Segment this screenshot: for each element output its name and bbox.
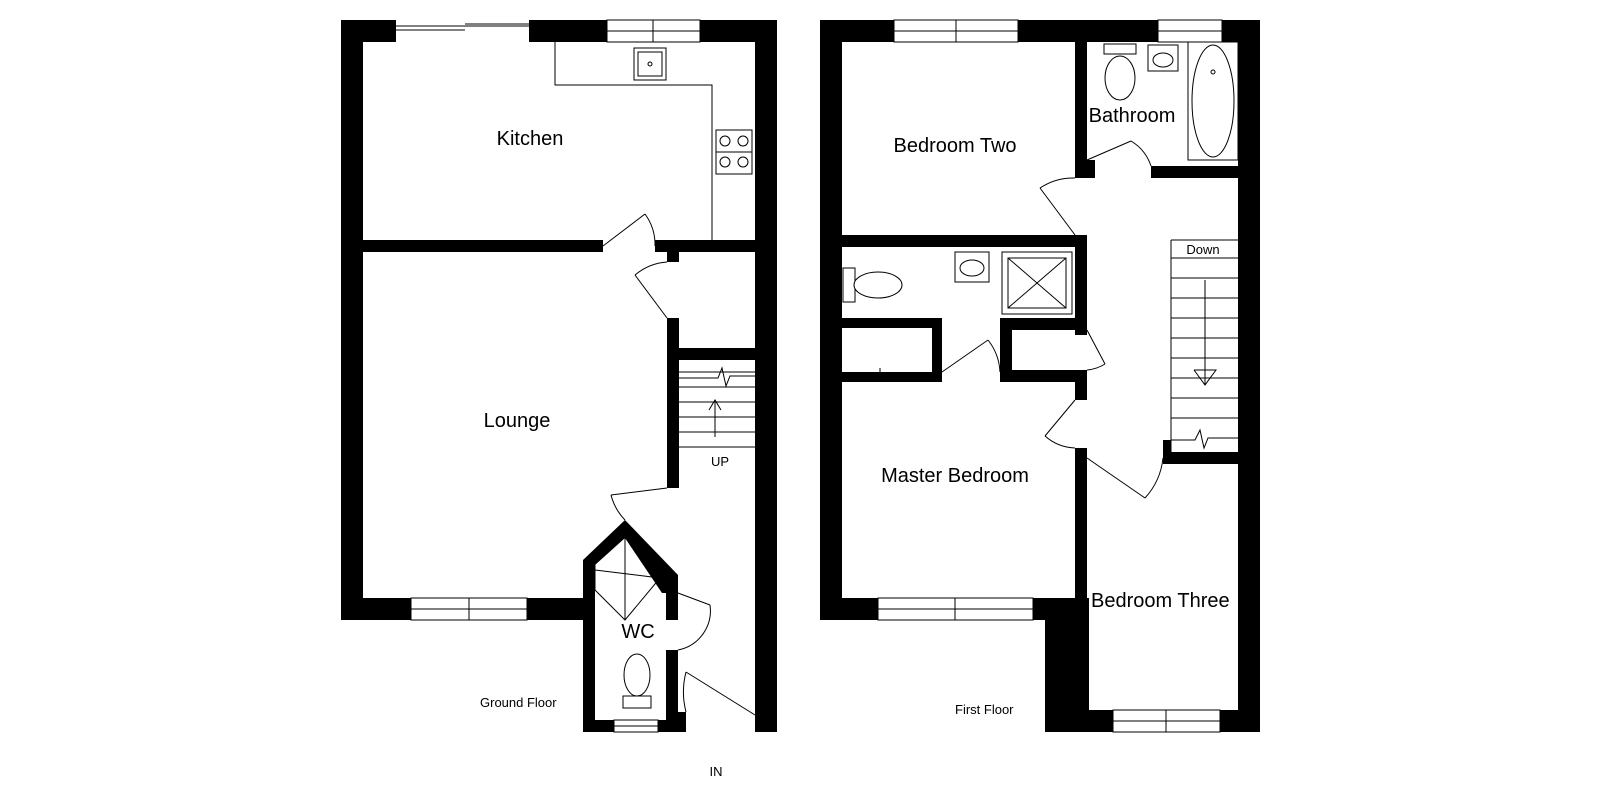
ff-stairs-down-label: Down [1186,242,1219,257]
ff-wall-bottom-right-r [1220,710,1260,732]
ff-bed2-bath-wall [1075,42,1087,178]
entrance-label: IN [710,764,723,779]
gf-lounge-door [610,487,668,521]
bathroom-label: Bathroom [1089,105,1176,127]
gf-lounge-window [410,597,528,621]
gf-toilet-icon [622,653,652,709]
ff-bed2-ensuite-wall [842,235,1087,247]
ff-bath-landing-wall [1151,166,1238,178]
gf-wc-door [677,592,711,651]
ff-wall-bottom-left [820,598,878,620]
ff-bed2-door [1039,177,1076,236]
bedroom-two-label: Bedroom Two [893,135,1016,157]
wc-label: WC [621,621,654,643]
ff-bathtub-icon [1187,41,1239,161]
ff-staircase [1170,239,1238,452]
ff-wall-left [820,20,842,620]
ground-floor-caption: Ground Floor [480,695,557,710]
master-bedroom-label: Master Bedroom [881,465,1029,487]
ff-wardrobe-doors [845,368,930,381]
gf-wall-bottom-left [341,598,411,620]
ff-wall-top-left [820,20,894,42]
gf-entrance-wall [678,712,686,732]
gf-wc-wall-bottom-l [583,720,614,732]
ff-cupboard-wall-top [1000,318,1087,330]
gf-wc-basin-icon [594,534,661,621]
ff-bath-partition [1087,160,1095,178]
gf-cupboard-wall [679,348,755,360]
gf-wc-wall-right-lower [666,650,678,732]
ff-bed3-window [1112,709,1221,733]
ff-wall-step [1045,598,1089,732]
ff-master-door [1044,399,1076,449]
gf-wall-bottom-mid [527,598,585,620]
ff-master-wall-right [1075,382,1087,400]
ff-landing-bed3-wall [1163,452,1238,464]
gf-wc-window [613,719,659,733]
gf-cupboard-door [634,261,668,319]
gf-wall-top-left [341,20,396,42]
gf-hall-wall-upper [667,252,679,262]
gf-hob-icon [715,129,753,175]
bedroom-three-label: Bedroom Three [1091,590,1230,612]
ff-shower-icon [1001,251,1073,315]
ff-wardrobe-wall-bottom [842,372,942,382]
kitchen-label: Kitchen [497,128,564,150]
lounge-label: Lounge [484,410,551,432]
gf-wall-top-mid [529,20,607,42]
gf-kitchen-worktop [554,42,713,240]
gf-hall-wall [667,318,679,488]
first-floor-caption: First Floor [955,702,1014,717]
ff-stair-post [1163,440,1171,452]
ff-cupboard-wall-left [1000,318,1012,382]
ff-cupboard-door [1086,329,1106,371]
gf-stair-wall [667,348,679,360]
gf-kitchen-door [602,213,656,247]
gf-wc-wall-left [583,560,595,732]
ff-bath-door [1086,140,1152,167]
gf-kitchen-sink-icon [633,47,667,81]
gf-wall-right [755,20,777,732]
ff-wardrobe-wall-right [932,318,942,382]
ff-bath-basin-icon [1147,44,1179,72]
gf-staircase [679,366,755,448]
ff-wall-right [1238,20,1260,732]
first-floor-plan: Bedroom Two Bathroom Master Bedroom Bedr… [820,19,1260,733]
ff-master-window [877,597,1034,621]
ff-ensuite-toilet-icon [842,267,903,303]
gf-kitchen-lounge-wall [363,240,603,252]
gf-stairs-up-label: UP [711,454,729,469]
gf-kitchen-wall-right [655,240,755,252]
ff-bath-window [1157,19,1223,43]
ff-master-wall-right-lower [1075,448,1087,598]
gf-wall-left [341,20,363,620]
gf-patio-door [396,23,529,31]
ff-wall-bottom-right-l [1045,710,1113,732]
ff-ensuite-wall-right [1075,235,1087,335]
gf-wc-diagonal-wall [583,520,678,593]
ff-wardrobe-wall-top [842,318,942,328]
gf-wc-wall-bottom-r [658,720,678,732]
ff-ensuite-basin-icon [954,251,990,283]
ff-bed2-window [893,19,1019,43]
ff-bed3-door [1086,457,1164,499]
ff-ensuite-door [941,339,1001,373]
ground-floor-plan: Kitchen Lounge WC UP Ground Floor IN [341,19,777,779]
ff-wall-top-mid [1018,20,1158,42]
ff-cupboard-wall-bottom [1000,370,1087,382]
gf-front-door [682,671,756,716]
ff-bath-toilet-icon [1103,43,1137,101]
gf-kitchen-window [606,19,701,43]
